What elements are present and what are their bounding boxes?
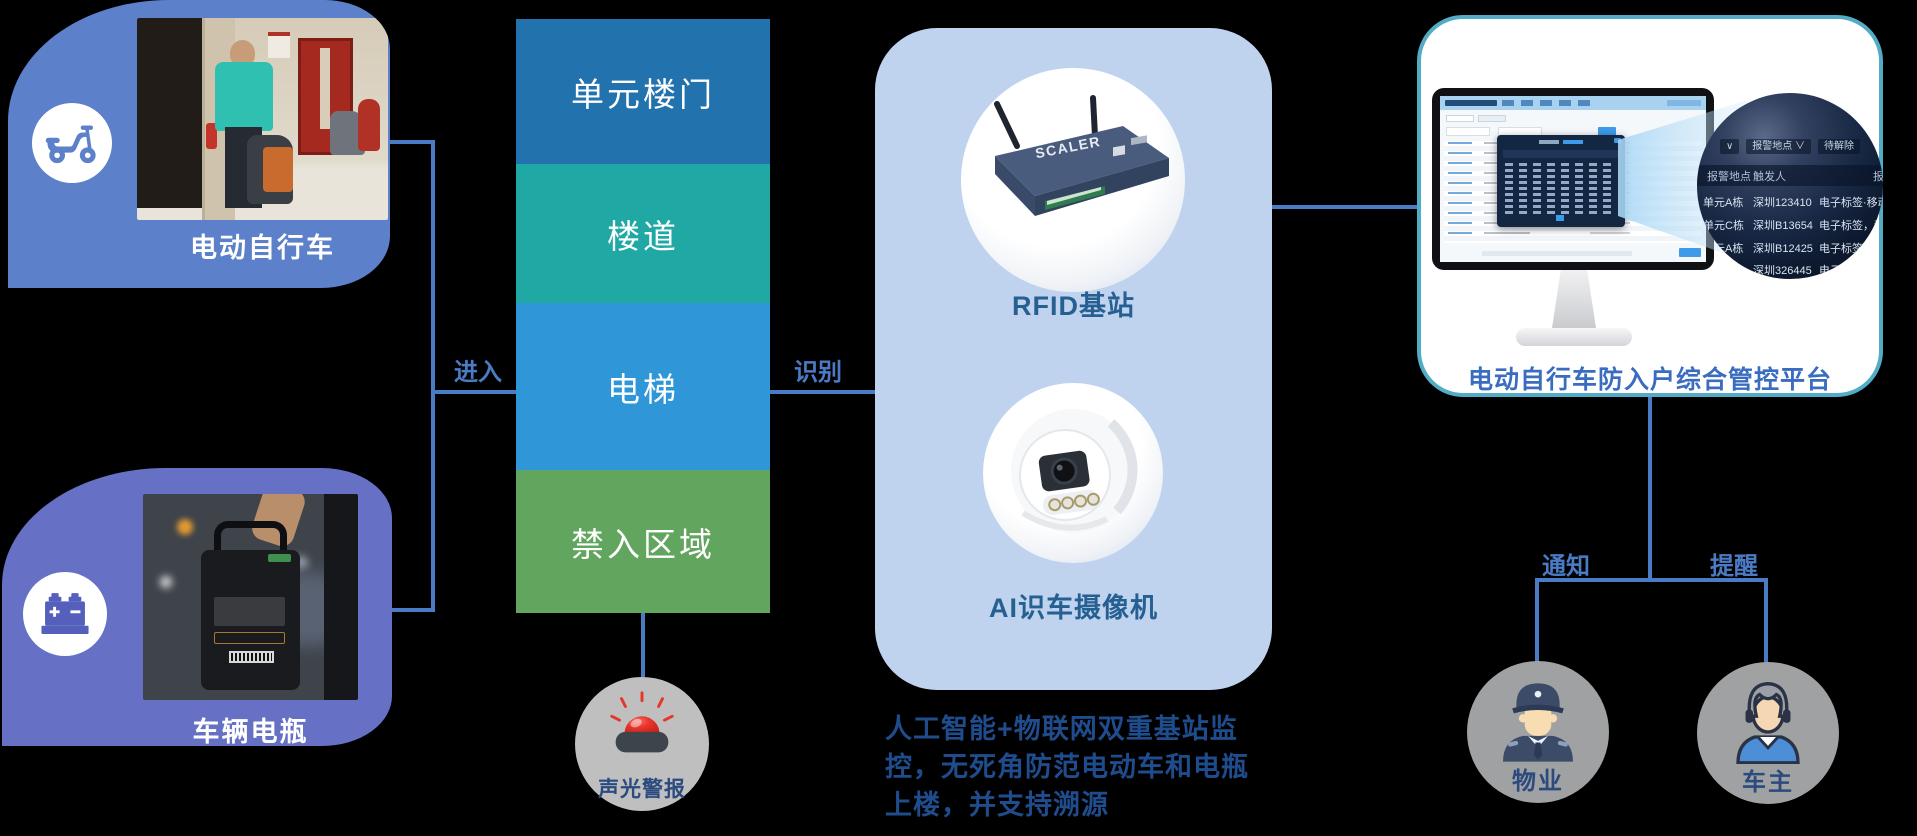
flow-label-identify: 识别 [794, 359, 842, 386]
connector-panel-to-platform [1270, 205, 1419, 209]
detection-panel: SCALER RFID基站 [875, 28, 1272, 690]
popup-tab-active [1563, 140, 1583, 144]
rfid-device-image: SCALER [973, 94, 1173, 249]
magnifier-sphere: ∨ 报警地点 ∨ 待解除 报警地点 触发人 报警 单元A栋 深圳123410 电… [1697, 93, 1883, 279]
connector-enter-line [431, 390, 518, 394]
ai-camera-image [993, 393, 1153, 558]
owner-avatar: 车主 [1697, 662, 1839, 804]
screen-action-button [1679, 248, 1701, 257]
chevron-down-icon: ∨ [1719, 139, 1740, 154]
connector-ebike-to-bus [381, 140, 435, 144]
battery-pin: 车辆电瓶 [2, 468, 392, 746]
screen-link-column [1448, 142, 1472, 242]
popup-tab [1539, 140, 1559, 144]
connector-battery-to-bus [388, 608, 435, 612]
connector-identify-line [768, 390, 877, 394]
flow-label-remind: 提醒 [1710, 553, 1758, 580]
battery-icon [23, 572, 107, 656]
sphere-table-row: 单元C栋 深圳B13654 电子标签，移动 [1703, 220, 1883, 232]
siren-icon [603, 687, 681, 770]
sphere-location-filter: 报警地点 ∨ [1746, 139, 1812, 154]
zone-elevator: 电梯 [516, 303, 770, 470]
alarm-badge: 声光警报 [575, 677, 709, 811]
description-text: 人工智能+物联网双重基站监 控，无死角防范电动车和电瓶 上楼，并支持溯源 [885, 710, 1305, 824]
zones-column: 单元楼门 楼道 电梯 禁入区域 [516, 19, 770, 613]
ebike-photo [137, 18, 388, 220]
screen-search-button [1598, 127, 1616, 136]
screen-user-chip [1667, 100, 1701, 106]
connector-platform-drop [1648, 395, 1652, 582]
sphere-controls-row: ∨ 报警地点 ∨ 待解除 [1697, 139, 1883, 154]
alarm-label: 声光警报 [598, 778, 686, 801]
connector-branch-property [1535, 578, 1539, 666]
connector-branch-owner [1764, 578, 1768, 664]
sphere-table-row: 单元A栋 深圳123410 电子标签·移动30 [1703, 197, 1883, 209]
screen-subtab [1478, 115, 1506, 122]
screen-footer-text [1482, 251, 1632, 256]
scooter-icon [32, 103, 112, 183]
zone-unit-door: 单元楼门 [516, 19, 770, 164]
description-line: 控，无死角防范电动车和电瓶 [885, 752, 1249, 782]
screen-app-title [1445, 100, 1497, 106]
ai-camera-label: AI识车摄像机 [989, 593, 1158, 623]
platform-screen [1440, 96, 1706, 262]
description-line: 上楼，并支持溯源 [885, 790, 1109, 820]
screen-filter-input [1446, 127, 1490, 136]
sphere-table-header: 报警地点 触发人 报警 [1697, 165, 1883, 186]
monitor-base [1516, 328, 1632, 346]
popup-table-header [1503, 150, 1619, 158]
monitor [1432, 88, 1714, 270]
zone-corridor: 楼道 [516, 164, 770, 303]
ebike-pin: 电动自行车 [8, 0, 390, 288]
property-avatar: 物业 [1467, 661, 1609, 803]
sphere-table-row: 深圳326445 电子标 [1753, 265, 1852, 277]
owner-label: 车主 [1742, 769, 1794, 796]
flow-label-enter: 进入 [454, 359, 502, 386]
battery-photo [143, 494, 358, 700]
popup-pagination [1556, 215, 1564, 221]
screen-nav-menu [1502, 100, 1594, 106]
battery-pin-label: 车辆电瓶 [192, 717, 309, 746]
connector-zone-to-alarm [641, 611, 645, 677]
vehicle-owner-icon [1718, 670, 1818, 769]
popup-close-icon [1614, 138, 1621, 143]
screen-popup-dialog [1497, 135, 1625, 227]
rfid-label: RFID基站 [1012, 291, 1135, 321]
connector-bus-vertical [431, 140, 435, 612]
security-guard-icon [1488, 667, 1588, 768]
chevron-down-icon: ∨ [1795, 141, 1806, 152]
flow-label-notify: 通知 [1542, 553, 1590, 580]
ebike-pin-label: 电动自行车 [190, 233, 335, 263]
connector-branch-horizontal [1535, 578, 1768, 582]
property-label: 物业 [1512, 768, 1564, 795]
platform-title: 电动自行车防入户综合管控平台 [1467, 366, 1832, 394]
description-line: 人工智能+物联网双重基站监 [885, 714, 1238, 744]
sphere-status-button: 待解除 [1818, 139, 1861, 154]
sphere-table-row: 单元A栋 深圳B12425 电子标签： [1703, 243, 1874, 255]
monitor-stand [1552, 270, 1596, 328]
screen-subtab [1446, 115, 1474, 122]
zone-forbidden-area: 禁入区域 [516, 470, 770, 613]
